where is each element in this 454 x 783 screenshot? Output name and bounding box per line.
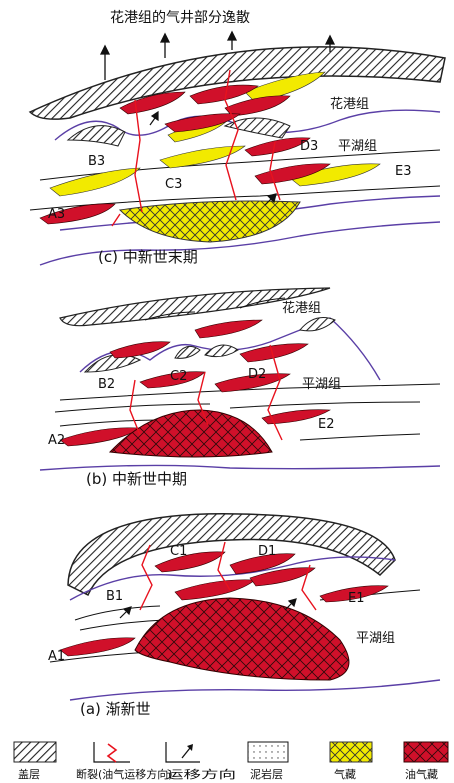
formation-upper-c: 花港组 xyxy=(330,96,369,112)
label-c-2: D3 xyxy=(300,139,318,154)
label-c-3: E3 xyxy=(395,164,412,179)
panel-a: B1 C1 D1 E1 A1 平湖组 (a) 渐新世 xyxy=(48,514,440,718)
oil-reservoir-b xyxy=(110,410,272,457)
panel-c-caption: (c) 中新世末期 xyxy=(98,248,198,266)
formation-mid-b: 平湖组 xyxy=(302,377,341,392)
legend-label-4: 气藏 xyxy=(334,767,356,781)
label-c-0: B3 xyxy=(88,154,105,169)
fault-icon xyxy=(94,742,130,762)
panel-b-caption: (b) 中新世中期 xyxy=(86,470,187,488)
label-a-2: D1 xyxy=(258,544,276,559)
oil-gas-reservoir-icon xyxy=(404,742,448,762)
label-c-1: C3 xyxy=(165,177,182,192)
formation-mid-a: 平湖组 xyxy=(356,631,395,646)
label-b-4: A2 xyxy=(48,433,65,448)
legend-label-1: 断裂(油气运移方向) xyxy=(76,767,173,781)
label-a-3: E1 xyxy=(348,591,365,606)
panel-a-caption: (a) 渐新世 xyxy=(80,700,151,718)
label-a-4: A1 xyxy=(48,649,65,664)
label-a-1: C1 xyxy=(170,544,187,559)
label-b-2: D2 xyxy=(248,367,266,382)
panel-b: B2 C2 D2 E2 A2 花港组 平湖组 (b) 中新世中期 xyxy=(40,288,440,488)
arrow-icon xyxy=(166,742,200,762)
formation-mid-c: 平湖组 xyxy=(338,139,377,154)
legend: 盖层 断裂(油气运移方向) 运移方向 泥岩层 气藏 油气藏 xyxy=(14,742,448,781)
formation-upper-b: 花港组 xyxy=(282,300,321,316)
dotted-box-icon xyxy=(248,742,288,762)
top-title: 花港组的气井部分逸散 xyxy=(110,10,250,26)
gas-reservoir-icon xyxy=(330,742,372,762)
label-c-4: A3 xyxy=(48,207,65,222)
legend-label-2: 运移方向 xyxy=(166,767,236,781)
label-b-3: E2 xyxy=(318,417,335,432)
oil-reservoir-a xyxy=(135,598,349,680)
label-b-1: C2 xyxy=(170,369,187,384)
label-b-0: B2 xyxy=(98,377,115,392)
panel-c: B3 C3 D3 E3 A3 花港组 平湖组 (c) 中新世末期 xyxy=(30,32,445,266)
legend-label-3: 泥岩层 xyxy=(250,767,283,781)
legend-label-5: 油气藏 xyxy=(405,767,438,781)
hatch-icon xyxy=(14,742,56,762)
gas-reservoir-c xyxy=(120,201,300,242)
legend-label-0: 盖层 xyxy=(18,767,40,781)
label-a-0: B1 xyxy=(106,589,123,604)
